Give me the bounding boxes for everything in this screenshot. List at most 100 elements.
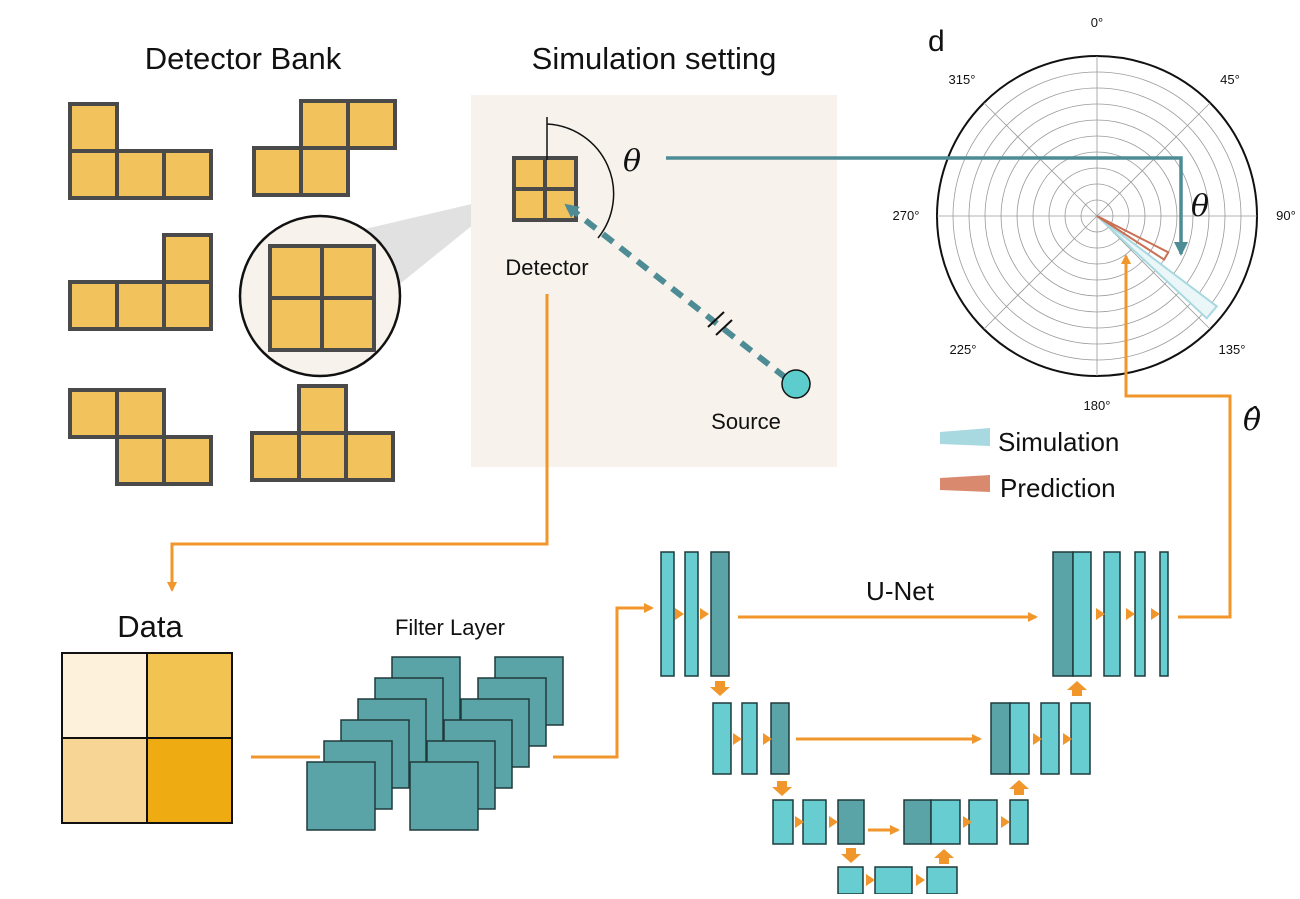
unet-step-arrow — [1033, 733, 1042, 745]
polar-angle-label: 45° — [1220, 72, 1240, 87]
break-mark-1 — [707, 311, 725, 328]
detector-bank-title: Detector Bank — [145, 41, 342, 76]
angle-link-arrow — [666, 156, 1188, 256]
detector-bank-shapes — [68, 99, 397, 486]
unet-title: U-Net — [866, 576, 935, 606]
detector-cell — [68, 102, 119, 153]
unet-up-arrow — [934, 849, 954, 864]
unet-up-arrow — [1009, 780, 1029, 795]
legend-prediction-swatch — [940, 475, 990, 492]
unet-block — [712, 702, 732, 775]
simulation-detector — [512, 156, 578, 222]
legend-simulation-swatch — [940, 428, 990, 446]
unet-step-arrow — [1063, 733, 1072, 745]
sim-detector-cell — [543, 156, 578, 191]
unet-step-arrow — [866, 874, 875, 886]
data-cell — [61, 652, 148, 739]
simulation-panel — [471, 95, 837, 467]
zoom-cell — [268, 296, 324, 352]
unet-block — [837, 866, 864, 895]
detector-cell — [162, 435, 213, 486]
detector-label: Detector — [505, 255, 588, 280]
unet-up-arrow — [1067, 681, 1087, 696]
unet-block — [1072, 551, 1092, 677]
unet-block — [1103, 551, 1121, 677]
detector-cell — [68, 149, 119, 200]
unet-block — [684, 551, 699, 677]
detector-cell — [115, 280, 166, 331]
feature-map — [306, 761, 376, 831]
unet-step-arrow — [1126, 608, 1135, 620]
data-grid — [61, 652, 233, 824]
unet-step-arrow — [916, 874, 925, 886]
feature-map — [409, 761, 479, 831]
zoom-cell — [268, 244, 324, 300]
sim-detector-cell — [543, 187, 578, 222]
unet-block — [926, 866, 958, 895]
detector-cell — [344, 431, 395, 482]
unet-block — [802, 799, 827, 845]
unet-block — [837, 799, 865, 845]
unet-block — [1009, 799, 1029, 845]
polar-angle-label: 135° — [1219, 342, 1246, 357]
detector-cell — [299, 146, 350, 197]
polar-angle-label: 270° — [893, 208, 920, 223]
filter-layer-maps — [306, 656, 564, 831]
detector-cell — [115, 388, 166, 439]
legend: Simulation Prediction — [940, 427, 1119, 503]
unet-block — [1040, 702, 1060, 775]
break-mark-2 — [715, 319, 733, 336]
simulation-wedge — [1096, 215, 1219, 320]
detector-shape-1 — [68, 102, 213, 200]
unet-block — [930, 799, 961, 845]
polar-angle-label: 180° — [1084, 398, 1111, 413]
polar-plot — [936, 55, 1258, 377]
polar-angle-label: 225° — [950, 342, 977, 357]
data-cell — [146, 652, 233, 739]
data-cell — [146, 737, 233, 824]
source-label: Source — [711, 409, 781, 434]
unet-down-arrow — [841, 848, 861, 863]
legend-simulation-label: Simulation — [998, 427, 1119, 457]
unet-down-arrow — [772, 781, 792, 796]
unet-block — [874, 866, 913, 895]
source-icon — [781, 369, 811, 399]
detector-cell — [250, 431, 301, 482]
unet-block — [1009, 702, 1030, 775]
detector-cell — [162, 280, 213, 331]
unet-step-arrow — [1151, 608, 1160, 620]
sim-angle-symbol: θ — [623, 144, 641, 179]
polar-angle-label: 315° — [949, 72, 976, 87]
unet-block — [990, 702, 1011, 775]
polar-spoke — [983, 215, 1098, 330]
unet-block — [770, 702, 790, 775]
detector-cell — [297, 431, 348, 482]
filter-layer-title: Filter Layer — [395, 615, 505, 640]
zoom-detector-grid — [268, 244, 376, 352]
detector-shape-3 — [68, 233, 213, 331]
detector-cell — [297, 384, 348, 435]
prediction-wedge — [1096, 215, 1170, 261]
flow-detector-to-data — [167, 294, 549, 592]
unet-blocks — [660, 551, 1169, 895]
detector-cell — [68, 388, 119, 439]
unet-step-arrow — [763, 733, 772, 745]
unet-block — [1070, 702, 1091, 775]
unet-block — [968, 799, 998, 845]
unet-step-arrow — [675, 608, 684, 620]
polar-angle-label: 0° — [1091, 15, 1103, 30]
estimated-angle-symbol: θ̂ — [1243, 403, 1261, 438]
unet-block — [1052, 551, 1074, 677]
zoom-cell — [320, 244, 376, 300]
detector-shape-2 — [252, 99, 397, 197]
unet-step-arrow — [700, 608, 709, 620]
unet-step-arrow — [829, 816, 838, 828]
unet-down-arrow — [710, 681, 730, 696]
ray-path — [564, 202, 788, 381]
unet-step-arrow — [963, 816, 972, 828]
zoom-cell — [320, 296, 376, 352]
unet-block — [1159, 551, 1169, 677]
detector-cell — [252, 146, 303, 197]
